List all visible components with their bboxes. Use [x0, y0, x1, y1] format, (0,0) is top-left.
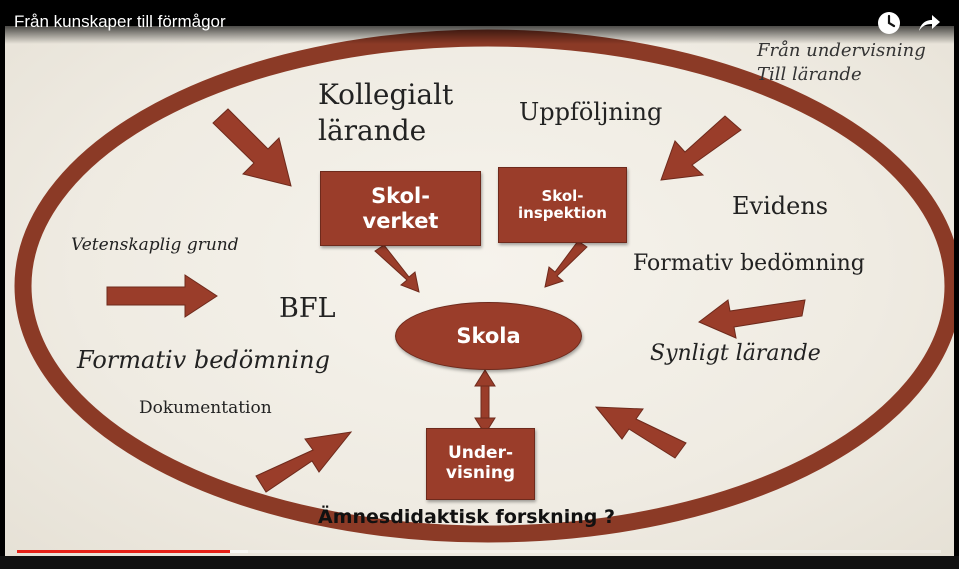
synligt-label: Synligt lärande — [650, 341, 821, 366]
kollegialt-line2: lärande — [318, 114, 427, 147]
arrow-bottom-left — [255, 431, 353, 493]
clock-icon[interactable] — [876, 10, 902, 36]
formativ-left-label: Formativ bedömning — [77, 346, 330, 374]
vetenskaplig-label: Vetenskaplig grund — [71, 235, 239, 255]
kollegialt-line1: Kollegialt — [318, 78, 454, 111]
arrow-right — [698, 299, 806, 339]
skolinspektion-line2: inspektion — [518, 204, 607, 222]
slide-frame: Skol- verket Skol- inspektion Skola Unde… — [5, 26, 954, 556]
skola-node: Skola — [395, 302, 582, 370]
dokumentation-label: Dokumentation — [139, 398, 272, 418]
arrow-skola-undervisning — [474, 369, 496, 435]
undervisning-line1: Under- — [447, 443, 514, 464]
skolverket-line2: verket — [362, 208, 439, 233]
arrow-skolinspektion-skola — [544, 240, 588, 288]
corner-note-line2: Till lärande — [757, 64, 862, 85]
skolinspektion-line1: Skol- — [541, 186, 584, 205]
arrow-top-left — [212, 108, 292, 187]
video-title[interactable]: Från kunskaper till förmågor — [14, 12, 226, 31]
arrow-skolverket-skola — [374, 244, 420, 293]
arrow-top-right — [660, 115, 742, 181]
arrow-left — [106, 274, 218, 318]
video-progress-bar[interactable] — [17, 549, 941, 555]
amnesdidaktisk-label: Ämnesdidaktisk forskning ? — [318, 506, 615, 528]
progress-track — [17, 550, 941, 553]
uppfoljning-label: Uppföljning — [519, 98, 663, 126]
skolinspektion-box: Skol- inspektion — [498, 167, 627, 243]
corner-note-line1: Från undervisning — [757, 40, 926, 61]
undervisning-box: Under- visning — [426, 428, 535, 500]
share-arrow-icon[interactable] — [916, 10, 942, 36]
skolverket-line1: Skol- — [371, 184, 430, 209]
video-top-bar — [0, 0, 959, 44]
formativ-right-label: Formativ bedömning — [633, 251, 865, 276]
progress-played — [17, 550, 230, 553]
player-controls-strip — [0, 556, 959, 569]
undervisning-line2: visning — [445, 463, 516, 483]
arrow-bottom-right — [594, 406, 687, 459]
skola-label: Skola — [456, 324, 521, 348]
bfl-label: BFL — [279, 293, 336, 324]
evidens-label: Evidens — [732, 192, 829, 220]
skolverket-box: Skol- verket — [320, 171, 481, 246]
